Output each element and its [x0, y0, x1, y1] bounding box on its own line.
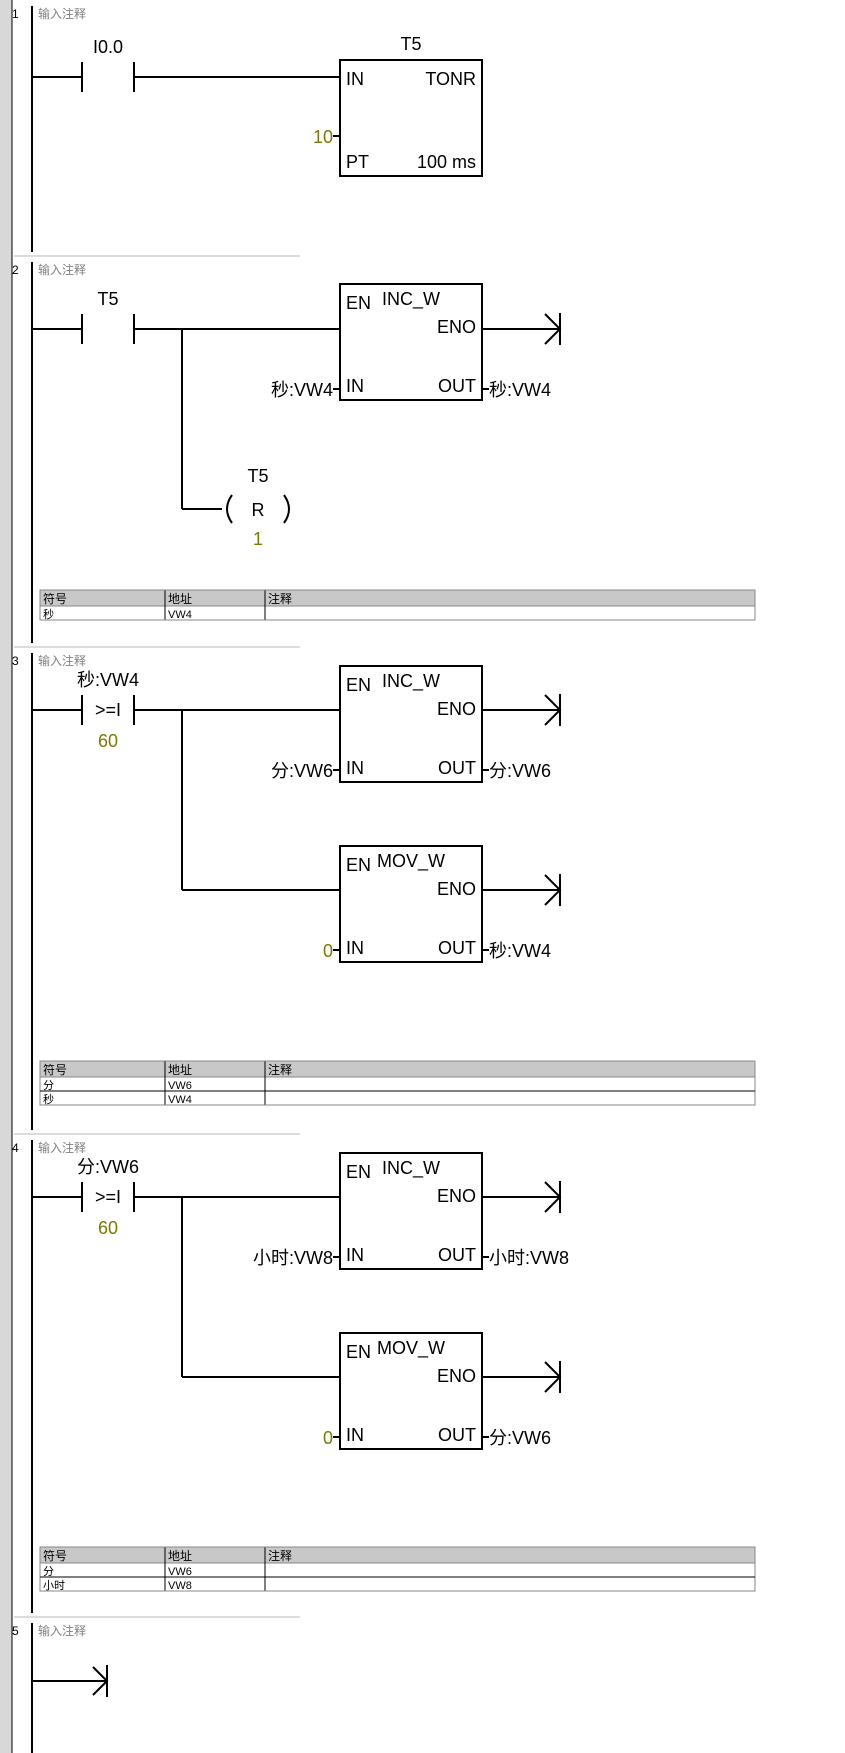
out-operand: 秒:VW4: [489, 941, 551, 961]
inc-w-box-pin-eno: ENO: [437, 1186, 476, 1206]
symbol-table-header: [39, 1546, 756, 1564]
table-header-comment: 注释: [268, 1548, 292, 1563]
mov-w-box: [339, 845, 483, 963]
mov-w-box-pin-out: OUT: [438, 938, 476, 958]
table-cell-address: VW4: [168, 609, 192, 621]
table-cell-symbol: 秒: [43, 607, 54, 621]
out-operand: 小时:VW8: [489, 1248, 569, 1268]
compare-op: >=I: [95, 700, 121, 720]
inc-w-box-pin-en: EN: [346, 293, 371, 313]
network-comment: 输入注释: [38, 653, 86, 668]
coil-right-arc: [283, 494, 290, 524]
in-constant: 0: [323, 941, 333, 961]
table-cell-symbol: 小时: [43, 1579, 65, 1592]
symbol-table: [39, 1546, 756, 1592]
table-header-address: 地址: [168, 1063, 192, 1077]
table-cell-symbol: 秒: [43, 1092, 54, 1106]
inc-w-box-pin-eno: ENO: [437, 317, 476, 337]
mov-w-box-title: MOV_W: [377, 1338, 445, 1359]
compare-contact-label: 分:VW6: [77, 1157, 139, 1177]
inc-w-box-title: INC_W: [382, 1158, 440, 1179]
table-cell-address: VW8: [168, 1580, 192, 1592]
out-operand: 秒:VW4: [489, 380, 551, 400]
table-header-symbol: 符号: [43, 1548, 67, 1563]
table-cell-symbol: 分: [43, 1079, 54, 1092]
mov-w-box: [339, 1332, 483, 1450]
coil-left-arc: [226, 494, 233, 524]
inc-w-box-pin-in: IN: [346, 376, 364, 396]
mov-w-box-pin-en: EN: [346, 1342, 371, 1362]
in-operand: 秒:VW4: [271, 380, 333, 400]
pt-value: 10: [313, 127, 333, 147]
table-cell-address: VW6: [168, 1566, 192, 1578]
table-header-comment: 注释: [268, 591, 292, 606]
table-header-symbol: 符号: [43, 1062, 67, 1077]
inc-w-box-pin-out: OUT: [438, 1245, 476, 1265]
table-header-address: 地址: [168, 592, 192, 606]
symbol-table-header: [39, 1060, 756, 1078]
compare-value: 60: [98, 731, 118, 751]
network-comment: 输入注释: [38, 1140, 86, 1155]
tonr-box-pin-in: PT: [346, 152, 369, 172]
coil-letter: R: [252, 500, 265, 520]
inc-w-box: [339, 283, 483, 401]
out-operand: 分:VW6: [489, 1428, 551, 1448]
inc-w-box-pin-out: OUT: [438, 376, 476, 396]
inc-w-box: [339, 1152, 483, 1270]
table-header-address: 地址: [168, 1549, 192, 1563]
table-cell-address: VW4: [168, 1094, 192, 1106]
tonr-box-pin-out: 100 ms: [417, 152, 476, 172]
tonr-box-pin-en: IN: [346, 69, 364, 89]
tonr-box-type: TONR: [425, 69, 476, 89]
inc-w-box-pin-in: IN: [346, 1245, 364, 1265]
table-header-symbol: 符号: [43, 591, 67, 606]
table-cell-address: VW6: [168, 1080, 192, 1092]
compare-value: 60: [98, 1218, 118, 1238]
coil-value: 1: [253, 529, 263, 549]
in-constant: 0: [323, 1428, 333, 1448]
out-operand: 分:VW6: [489, 761, 551, 781]
symbol-table: [39, 1060, 756, 1106]
left-gutter: [0, 0, 12, 1753]
compare-contact-label: 秒:VW4: [77, 670, 139, 690]
inc-w-box: [339, 665, 483, 783]
network-number: 1: [12, 7, 19, 21]
mov-w-box-pin-in: IN: [346, 938, 364, 958]
network-number: 5: [12, 1624, 19, 1638]
network-number: 3: [12, 654, 19, 668]
inc-w-box-pin-eno: ENO: [437, 699, 476, 719]
inc-w-box-pin-out: OUT: [438, 758, 476, 778]
compare-op: >=I: [95, 1187, 121, 1207]
table-cell-symbol: 分: [43, 1565, 54, 1578]
symbol-table-header: [39, 589, 756, 607]
mov-w-box-pin-eno: ENO: [437, 879, 476, 899]
mov-w-box-title: MOV_W: [377, 851, 445, 872]
in-operand: 小时:VW8: [253, 1248, 333, 1268]
contact-t5-label: T5: [97, 289, 118, 309]
network-comment: 输入注释: [38, 262, 86, 277]
inc-w-box-title: INC_W: [382, 289, 440, 310]
mov-w-box-pin-eno: ENO: [437, 1366, 476, 1386]
mov-w-box-pin-en: EN: [346, 855, 371, 875]
symbol-table: [39, 589, 756, 621]
network-comment: 输入注释: [38, 1623, 86, 1638]
inc-w-box-title: INC_W: [382, 671, 440, 692]
network-comment: 输入注释: [38, 6, 86, 21]
table-header-comment: 注释: [268, 1062, 292, 1077]
network-number: 4: [12, 1141, 19, 1155]
inc-w-box-pin-in: IN: [346, 758, 364, 778]
inc-w-box-pin-en: EN: [346, 1162, 371, 1182]
inc-w-box-pin-en: EN: [346, 675, 371, 695]
tonr-box-title: T5: [400, 34, 421, 54]
tonr-box: [339, 59, 483, 177]
mov-w-box-pin-in: IN: [346, 1425, 364, 1445]
coil-label: T5: [247, 466, 268, 486]
contact-i0-0-label: I0.0: [93, 37, 123, 57]
mov-w-box-pin-out: OUT: [438, 1425, 476, 1445]
in-operand: 分:VW6: [271, 761, 333, 781]
network-number: 2: [12, 263, 19, 277]
